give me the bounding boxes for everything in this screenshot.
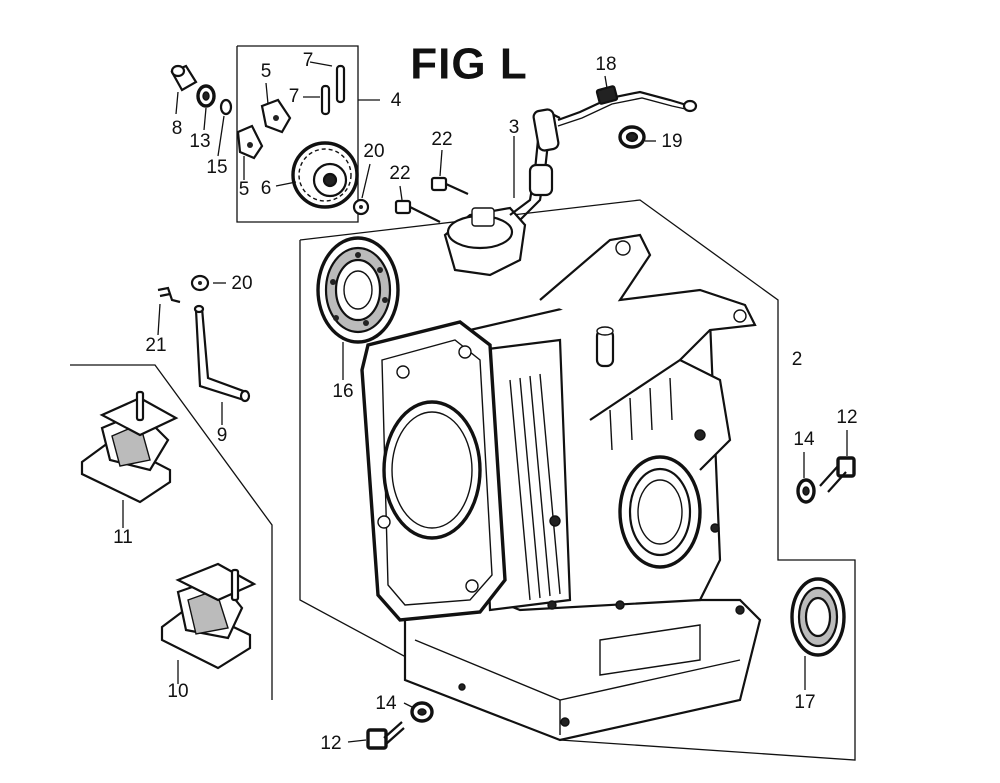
bearing-16 — [316, 236, 400, 344]
callout-9: 9 — [217, 425, 228, 446]
callout-11: 11 — [113, 527, 133, 548]
rocker-5-lower — [236, 124, 264, 160]
callout-14-right: 14 — [793, 429, 815, 450]
bolt-12-bottom — [366, 721, 405, 750]
plug-8 — [170, 64, 198, 92]
flange-bolt-22-lower — [394, 199, 441, 223]
callout-10: 10 — [167, 681, 188, 702]
crankcase-body — [360, 233, 762, 742]
washer-14-right — [796, 478, 816, 504]
callout-21: 21 — [145, 335, 166, 356]
callout-3: 3 — [509, 117, 520, 138]
callout-20-upper: 20 — [363, 141, 384, 162]
callout-22-upper: 22 — [431, 129, 452, 150]
callout-5-lower: 5 — [239, 179, 250, 200]
callout-6: 6 — [261, 178, 272, 199]
group-box-oil-pump — [236, 45, 380, 223]
gear-6 — [291, 141, 359, 209]
callout-16: 16 — [332, 381, 353, 402]
oil-seal-17 — [790, 577, 846, 657]
figure-title: FIG L — [410, 40, 527, 89]
rocker-5-upper — [260, 98, 292, 134]
callout-13: 13 — [189, 131, 210, 152]
bolt-12-right — [819, 456, 856, 493]
callout-18: 18 — [595, 54, 616, 75]
callout-19: 19 — [661, 131, 682, 152]
nut-20-lower — [190, 274, 210, 292]
group-box-mounts — [70, 364, 273, 700]
callout-14-bottom: 14 — [375, 693, 397, 714]
callout-20-lower: 20 — [231, 273, 252, 294]
callout-12-right: 12 — [836, 407, 857, 428]
grommet-19 — [618, 125, 646, 149]
callout-15: 15 — [206, 157, 227, 178]
callout-22-lower: 22 — [389, 163, 410, 184]
leader-lines — [122, 61, 848, 743]
engine-mount-11 — [80, 390, 179, 504]
callout-7-upper: 7 — [303, 50, 314, 71]
callout-7-lower: 7 — [289, 86, 300, 107]
flange-bolt-22-upper — [430, 176, 469, 196]
callout-17: 17 — [794, 692, 815, 713]
engine-mount-10 — [160, 562, 257, 670]
callout-5-upper: 5 — [261, 61, 272, 82]
washer-14-bottom — [410, 701, 434, 723]
o-ring-15 — [219, 98, 233, 116]
pin-7-upper — [335, 64, 346, 104]
callout-labels: 2 3 4 5 5 6 7 7 8 9 10 11 12 12 13 14 14… — [113, 50, 857, 754]
callout-8: 8 — [172, 118, 183, 139]
washer-20-upper — [352, 198, 370, 216]
callout-4: 4 — [391, 90, 402, 111]
clip-21 — [157, 286, 181, 304]
washer-13 — [196, 84, 216, 108]
callout-12-bottom: 12 — [320, 733, 341, 754]
callout-2: 2 — [792, 349, 803, 370]
oil-level-switch-3 — [443, 85, 698, 277]
breather-tube-9 — [193, 304, 251, 403]
group-box-crankcase — [299, 199, 856, 761]
pin-7-lower — [320, 84, 331, 116]
